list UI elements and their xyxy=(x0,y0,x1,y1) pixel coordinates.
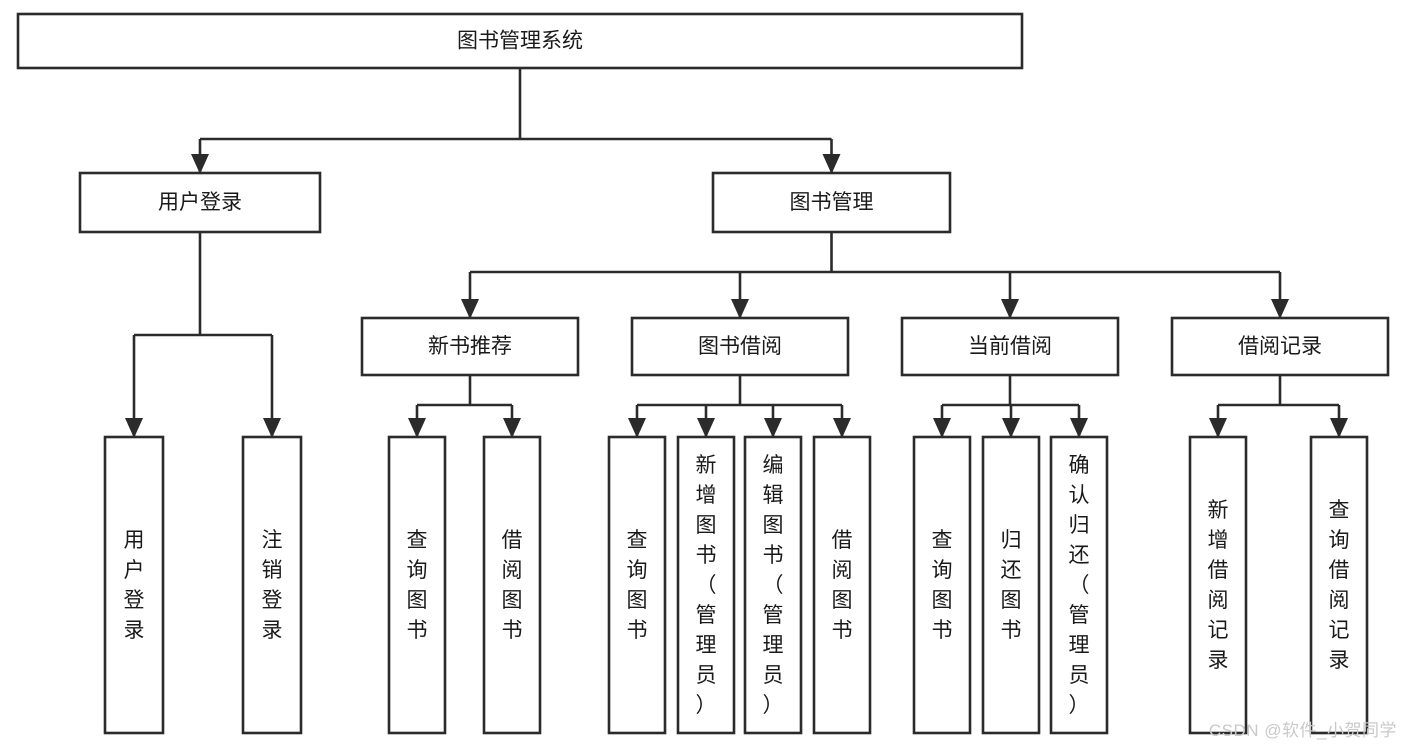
node-label-rec-add-record: 新增借阅记录 xyxy=(1208,499,1229,672)
node-box-root xyxy=(16,12,1024,70)
connector-arrowhead xyxy=(1330,418,1348,438)
connector-arrowhead xyxy=(697,418,715,438)
node-box-user-login xyxy=(78,171,322,234)
node-label-user-logout: 注销登录 xyxy=(262,529,283,642)
connector-arrowhead xyxy=(628,418,646,438)
node-rec-add-record[interactable]: 新增借阅记录 xyxy=(1188,435,1248,735)
node-borrow-records[interactable]: 借阅记录 xyxy=(1170,316,1390,377)
node-label-borrow-lend-book: 借阅图书 xyxy=(832,529,853,642)
connector-arrowhead xyxy=(764,418,782,438)
node-book-borrow[interactable]: 图书借阅 xyxy=(630,316,850,377)
node-label-borrow-add-book: 新增图书（管理员） xyxy=(696,454,717,717)
node-box-borrow-records xyxy=(1170,316,1390,377)
node-box-book-borrow xyxy=(630,316,850,377)
node-label-user-login-do: 用户登录 xyxy=(124,529,145,642)
node-box-rec-query-record xyxy=(1309,435,1369,735)
node-label-cur-return-book: 归还图书 xyxy=(1001,529,1022,642)
node-label-rec-borrow-book: 借阅图书 xyxy=(502,529,523,642)
connector-arrowhead xyxy=(933,418,951,438)
node-box-current-borrow xyxy=(900,316,1120,377)
connector-arrowhead xyxy=(833,418,851,438)
node-label-borrow-edit-book: 编辑图书（管理员） xyxy=(763,454,784,717)
connector-arrowhead xyxy=(731,299,749,319)
node-label-borrow-query-book: 查询图书 xyxy=(627,529,648,642)
node-label-new-book-recommend: 新书推荐 xyxy=(428,335,512,358)
node-box-rec-add-record xyxy=(1188,435,1248,735)
node-rec-query-record[interactable]: 查询借阅记录 xyxy=(1309,435,1369,735)
node-user-login[interactable]: 用户登录 xyxy=(78,171,322,234)
node-box-user-login-do xyxy=(103,435,165,735)
connector-arrowhead xyxy=(191,154,209,174)
node-rec-query-book[interactable]: 查询图书 xyxy=(387,435,447,735)
node-label-user-login: 用户登录 xyxy=(158,191,242,214)
node-rec-borrow-book[interactable]: 借阅图书 xyxy=(482,435,542,735)
node-cur-confirm-return[interactable]: 确认归还（管理员） xyxy=(1049,435,1109,735)
node-label-rec-query-book: 查询图书 xyxy=(407,529,428,642)
node-box-borrow-edit-book xyxy=(743,435,803,735)
node-borrow-query-book[interactable]: 查询图书 xyxy=(607,435,667,735)
connector-arrowhead xyxy=(1070,418,1088,438)
node-box-borrow-query-book xyxy=(607,435,667,735)
node-label-cur-query-book: 查询图书 xyxy=(932,529,953,642)
node-label-rec-query-record: 查询借阅记录 xyxy=(1329,499,1350,672)
node-label-root: 图书管理系统 xyxy=(457,30,583,53)
node-root[interactable]: 图书管理系统 xyxy=(16,12,1024,70)
node-label-book-borrow: 图书借阅 xyxy=(698,335,782,358)
node-box-cur-confirm-return xyxy=(1049,435,1109,735)
node-current-borrow[interactable]: 当前借阅 xyxy=(900,316,1120,377)
connector-arrowhead xyxy=(1209,418,1227,438)
node-box-rec-query-book xyxy=(387,435,447,735)
node-box-rec-borrow-book xyxy=(482,435,542,735)
connector-arrowhead xyxy=(1001,299,1019,319)
connector-arrowhead xyxy=(125,418,143,438)
node-borrow-lend-book[interactable]: 借阅图书 xyxy=(812,435,872,735)
node-box-book-manage xyxy=(711,171,952,234)
node-borrow-edit-book[interactable]: 编辑图书（管理员） xyxy=(743,435,803,735)
node-user-logout[interactable]: 注销登录 xyxy=(241,435,303,735)
node-box-cur-return-book xyxy=(981,435,1041,735)
node-label-borrow-records: 借阅记录 xyxy=(1238,335,1322,358)
connector-arrowhead xyxy=(461,299,479,319)
node-label-current-borrow: 当前借阅 xyxy=(968,335,1052,358)
connector-arrowhead xyxy=(263,418,281,438)
node-label-book-manage: 图书管理 xyxy=(790,191,874,214)
node-cur-query-book[interactable]: 查询图书 xyxy=(912,435,972,735)
node-borrow-add-book[interactable]: 新增图书（管理员） xyxy=(676,435,736,735)
connector-arrowhead xyxy=(503,418,521,438)
connector-arrowhead xyxy=(1002,418,1020,438)
node-cur-return-book[interactable]: 归还图书 xyxy=(981,435,1041,735)
node-new-book-recommend[interactable]: 新书推荐 xyxy=(360,316,580,377)
node-box-borrow-lend-book xyxy=(812,435,872,735)
node-box-borrow-add-book xyxy=(676,435,736,735)
connector-arrowhead xyxy=(1271,299,1289,319)
node-box-cur-query-book xyxy=(912,435,972,735)
node-box-new-book-recommend xyxy=(360,316,580,377)
node-user-login-do[interactable]: 用户登录 xyxy=(103,435,165,735)
connector-arrowhead xyxy=(822,154,841,174)
node-box-user-logout xyxy=(241,435,303,735)
node-book-manage[interactable]: 图书管理 xyxy=(711,171,952,234)
connector-arrowhead xyxy=(408,418,426,438)
node-label-cur-confirm-return: 确认归还（管理员） xyxy=(1069,454,1090,717)
